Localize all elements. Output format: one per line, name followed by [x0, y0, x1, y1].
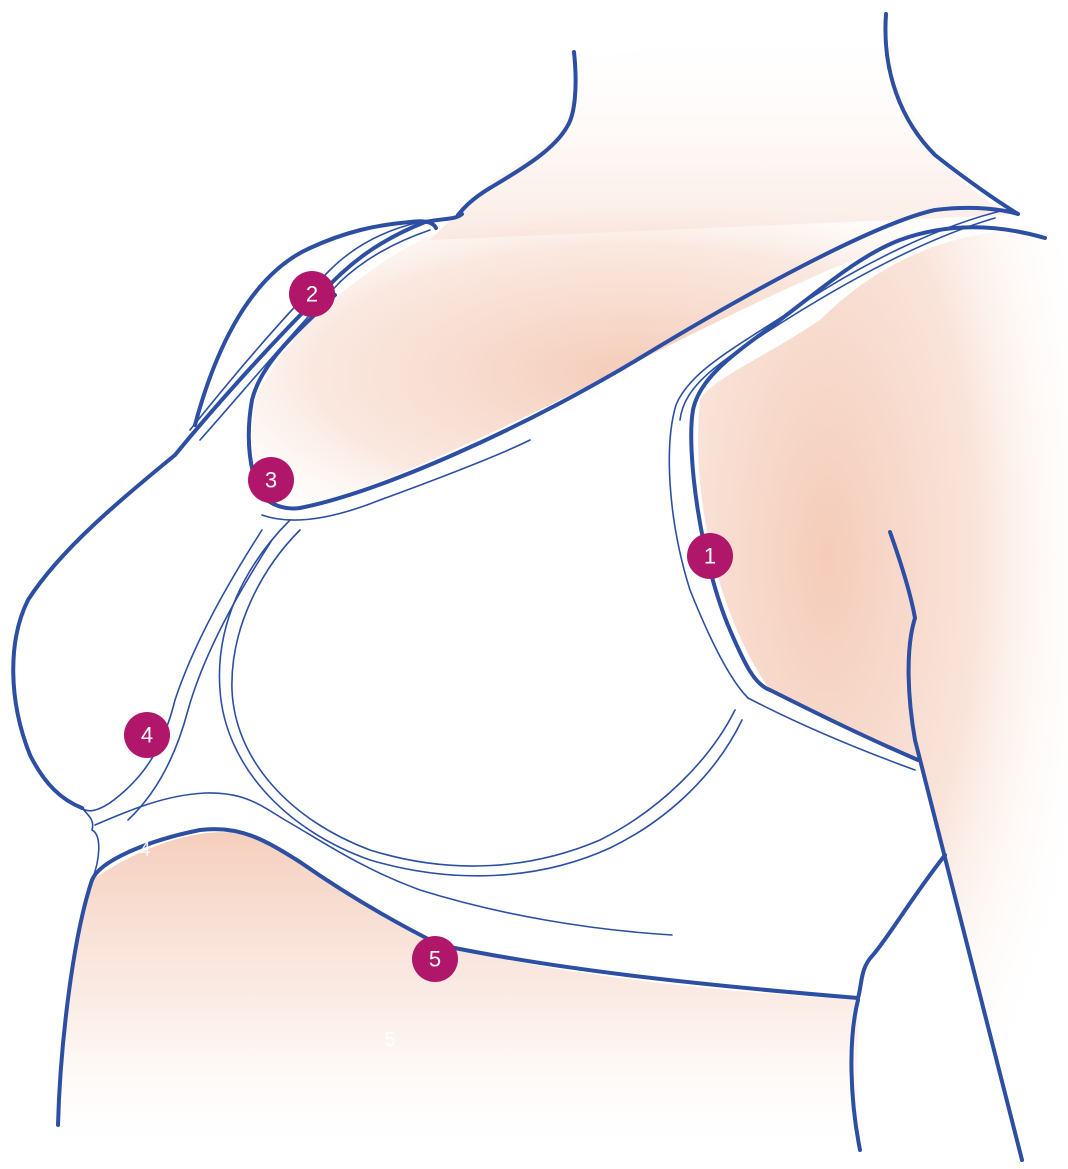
- underband-gore-join: [82, 808, 99, 880]
- neck-skin-shading: [430, 15, 1010, 240]
- marker-2-label: 2: [306, 282, 318, 307]
- marker-2[interactable]: 2: [289, 271, 335, 317]
- marker-4-label: 4: [141, 723, 153, 748]
- marker-1[interactable]: 1: [687, 533, 733, 579]
- torso-skin-shading: [58, 832, 858, 1160]
- marker-5-label: 5: [429, 947, 441, 972]
- marker-3-label: 3: [265, 468, 277, 493]
- cup-seam-outer: [232, 530, 735, 866]
- center-gore-line-2: [128, 540, 272, 820]
- faint-label-5: 5: [384, 1029, 395, 1051]
- marker-4[interactable]: 4: [124, 712, 170, 758]
- center-gore-line-1: [82, 530, 262, 811]
- marker-5[interactable]: 5: [412, 936, 458, 982]
- faint-label-4: 4: [139, 839, 150, 861]
- marker-1-label: 1: [704, 544, 716, 569]
- cup-seam-inner: [219, 520, 742, 876]
- marker-3[interactable]: 3: [248, 457, 294, 503]
